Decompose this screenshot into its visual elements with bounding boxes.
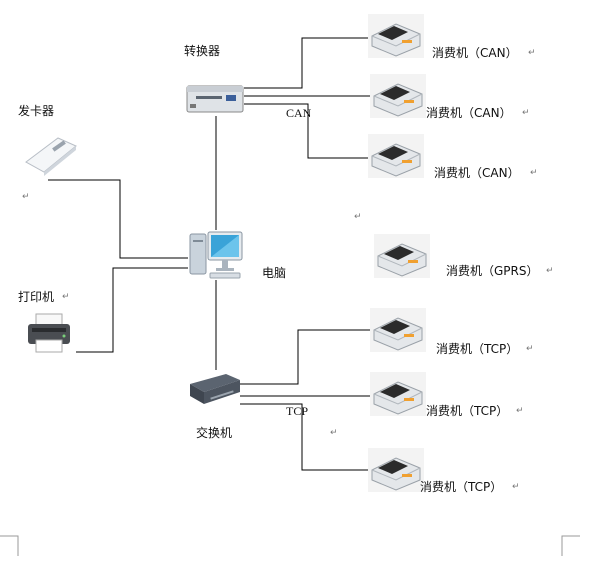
pos-can-1-label: 消费机（CAN） <box>432 46 518 60</box>
pos-terminal-icon <box>374 234 430 278</box>
pos-terminal-gprs <box>374 234 430 278</box>
paragraph-mark: ↵ <box>354 212 362 222</box>
paragraph-mark: ↵ <box>526 344 534 354</box>
link-converter-can-1 <box>244 37 372 89</box>
pos-terminal-icon <box>368 14 424 58</box>
paragraph-mark: ↵ <box>330 428 338 438</box>
link-printer-computer <box>76 267 188 353</box>
pos-can-3-label: 消费机（CAN） <box>434 166 520 180</box>
link-cardissuer-computer <box>48 179 188 259</box>
switch-device <box>186 370 242 410</box>
can-bus-label: CAN <box>286 106 312 120</box>
crop-mark-right <box>561 535 580 556</box>
computer-label: 电脑 <box>262 266 287 280</box>
pos-terminal-tcp-1 <box>370 308 426 352</box>
pos-terminal-tcp-2 <box>370 372 426 416</box>
pos-terminal-can-3 <box>368 134 424 178</box>
paragraph-mark: ↵ <box>62 292 70 302</box>
pos-terminal-icon <box>370 372 426 416</box>
pos-can-2-label: 消费机（CAN） <box>426 106 512 120</box>
paragraph-mark: ↵ <box>522 108 530 118</box>
paragraph-mark: ↵ <box>512 482 520 492</box>
converter-label: 转换器 <box>184 44 221 58</box>
pos-tcp-3-label: 消费机（TCP） <box>420 480 503 494</box>
pos-terminal-icon <box>368 448 424 492</box>
paragraph-mark: ↵ <box>22 192 30 202</box>
computer-icon <box>189 231 243 279</box>
card-reader-icon <box>25 137 77 176</box>
printer-icon <box>28 313 70 353</box>
pos-terminal-tcp-3 <box>368 448 424 492</box>
tcp-bus-label: TCP <box>286 404 309 418</box>
link-converter-can-3 <box>244 103 372 159</box>
pos-gprs-label: 消费机（GPRS） <box>446 264 539 278</box>
card-issuer-label: 发卡器 <box>18 104 55 118</box>
network-switch-icon <box>190 374 240 404</box>
crop-mark-left <box>0 535 19 556</box>
pos-terminal-can-1 <box>368 14 424 58</box>
converter-device <box>186 80 244 116</box>
link-switch-tcp-1 <box>240 329 372 385</box>
pos-terminal-icon <box>370 308 426 352</box>
paragraph-mark: ↵ <box>546 266 554 276</box>
pos-tcp-2-label: 消费机（TCP） <box>426 404 509 418</box>
printer-label: 打印机 <box>18 290 55 304</box>
pos-terminal-icon <box>370 74 426 118</box>
card-issuer-device <box>22 132 78 176</box>
computer-device <box>188 230 246 280</box>
paragraph-mark: ↵ <box>528 48 536 58</box>
link-switch-tcp-3 <box>240 403 372 471</box>
pos-terminal-icon <box>368 134 424 178</box>
printer-device <box>26 312 72 354</box>
switch-label: 交换机 <box>196 426 233 440</box>
paragraph-mark: ↵ <box>516 406 524 416</box>
pos-terminal-can-2 <box>370 74 426 118</box>
paragraph-mark: ↵ <box>530 168 538 178</box>
converter-icon <box>186 85 244 113</box>
pos-tcp-1-label: 消费机（TCP） <box>436 342 519 356</box>
